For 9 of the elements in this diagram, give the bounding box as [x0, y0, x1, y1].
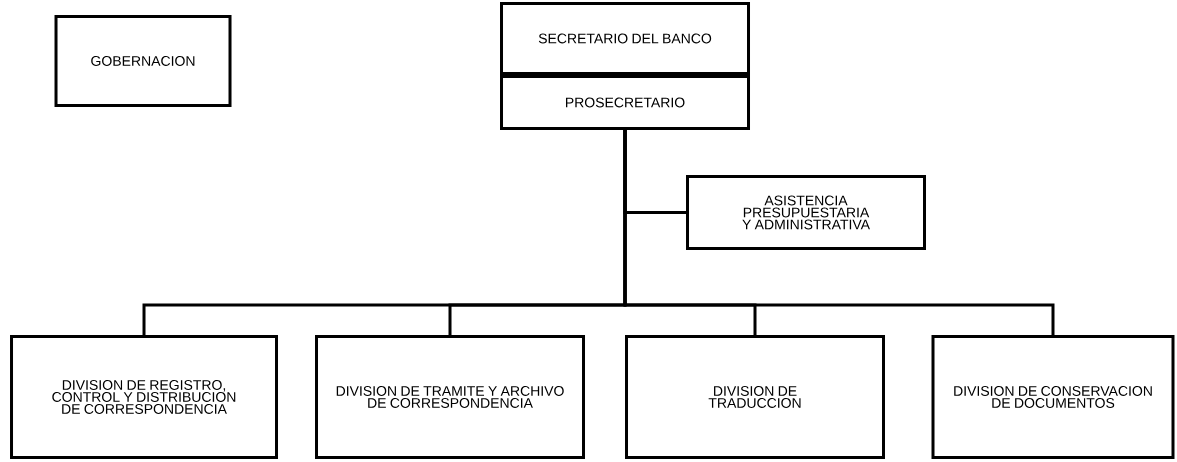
org-box: DIVISION DE TRAMITE Y ARCHIVO DE CORRESPONDENCIA: [315, 335, 585, 459]
org-box: DIVISION DE CONSERVACION DE DOCUMENTOS: [931, 335, 1175, 459]
org-box: PROSECRETARIO: [500, 75, 750, 130]
org-box: DIVISION DE REGISTRO, CONTROL Y DISTRIBUCION DE CORRESPONDENCIA: [10, 335, 278, 459]
org-box: ASISTENCIA PRESUPUESTARIA Y ADMINISTRATIVA: [686, 175, 926, 250]
connector-line: [623, 130, 1055, 335]
org-box: GOBERNACION: [54, 15, 232, 107]
org-box: SECRETARIO DEL BANCO: [500, 2, 750, 75]
org-box: DIVISION DE TRADUCCION: [625, 335, 885, 459]
